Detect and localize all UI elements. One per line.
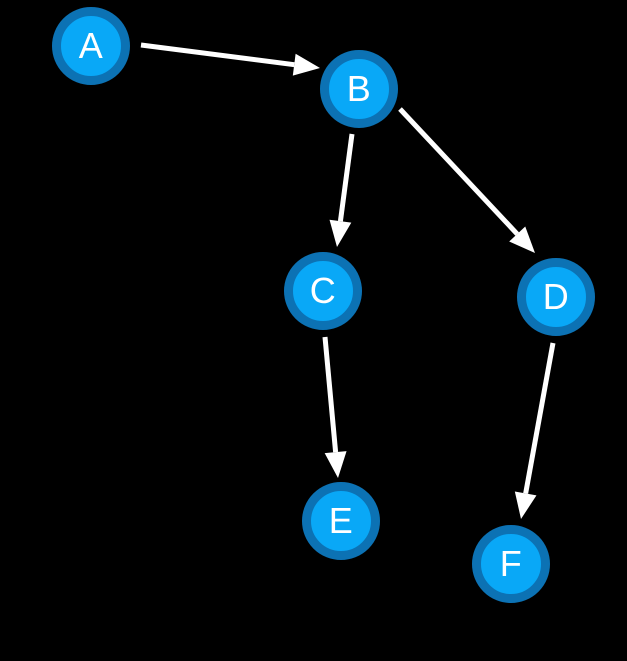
graph-node-c[interactable]: C: [284, 252, 362, 330]
graph-node-f[interactable]: F: [472, 525, 550, 603]
node-label-a: A: [78, 25, 104, 66]
node-label-d: D: [542, 276, 570, 317]
node-label-e: E: [328, 500, 354, 541]
edge-line-b-d: [398, 107, 520, 236]
edge-line-d-f: [523, 342, 556, 494]
arrowhead-icon-b-c: [329, 219, 352, 247]
arrowhead-icon-a-b: [292, 53, 320, 76]
edge-line-b-c: [337, 133, 355, 222]
graph-edge-c-e: [322, 336, 347, 478]
graph-node-a[interactable]: A: [52, 7, 130, 85]
graph-edge-d-f: [514, 342, 556, 519]
graph-edge-b-c: [329, 133, 355, 247]
graph-node-e[interactable]: E: [302, 482, 380, 560]
node-label-b: B: [346, 68, 372, 109]
graph-node-d[interactable]: D: [517, 258, 595, 336]
arrowhead-icon-b-d: [509, 226, 535, 253]
node-label-c: C: [309, 270, 337, 311]
node-label-f: F: [499, 543, 523, 584]
edge-line-c-e: [322, 336, 339, 453]
graph-node-b[interactable]: B: [320, 50, 398, 128]
graph-edge-b-d: [398, 107, 535, 253]
edge-line-a-b: [140, 42, 295, 68]
arrowhead-icon-c-e: [324, 451, 347, 478]
arrowhead-icon-d-f: [514, 491, 537, 519]
graph-edge-a-b: [140, 42, 320, 76]
